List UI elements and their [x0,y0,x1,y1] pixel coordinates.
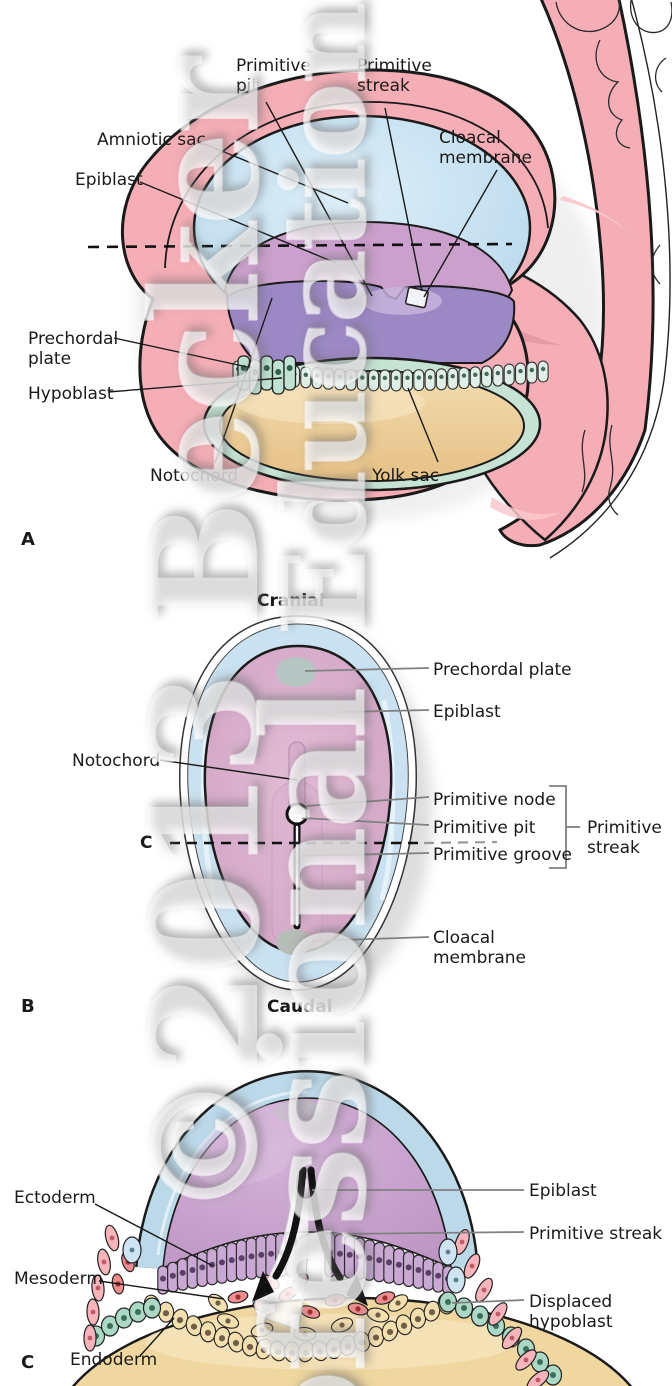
label-b-cloacal-membrane: Cloacal membrane [433,928,527,968]
amnion-membrane-line [164,101,549,269]
ingression-arrowhead-right [346,1274,368,1306]
label-a-cloacal-membrane: Cloacal membrane [439,128,533,168]
panel-a-leaders [107,101,498,464]
panel-a-drawing [87,0,672,559]
panel-b-leaders [298,667,580,942]
section-dash-line-b-gray [423,840,498,845]
label-b-epiblast: Epiblast [433,702,501,722]
panel-b-letter: B [21,996,35,1017]
chorion-highlight [560,196,640,245]
panel-c-leaders-right [312,1189,525,1304]
label-a-prechordal-plate: Prechordal plate [28,329,119,369]
label-c-displaced-hypoblast: Displaced hypoblast [529,1292,613,1332]
hypoblast-cell-row [232,355,549,395]
ingression-arrow-right [307,1166,344,1282]
section-dash-line-a [87,242,513,249]
panel-c-leaders-left [94,1203,225,1357]
dome-shell-blue [137,1072,477,1269]
panel-c-letter: C [21,1352,35,1373]
label-a-primitive-streak: Primitive streak [357,56,432,96]
section-marker-c: C [140,833,153,853]
streak-highlight [362,287,442,315]
label-b-cranial: Cranial [257,591,325,611]
label-b-primitive-node: Primitive node [433,790,556,810]
stalk-highlight [490,497,560,520]
notochord-leader-b [159,759,298,781]
panel-c-drawing [71,1069,633,1386]
label-b-primitive-pit: Primitive pit [433,818,536,838]
label-c-epiblast: Epiblast [529,1181,597,1201]
label-a-notochord: Notochord [150,466,239,486]
label-c-primitive-streak: Primitive streak [529,1224,663,1244]
label-b-prechordal-plate: Prechordal plate [433,660,572,680]
dome-gray-spot [274,1100,326,1124]
ingression-arrow-left [272,1166,307,1280]
chorionic-villi [555,0,672,516]
chorion-wall [498,0,655,548]
cloacal-membrane-marker [404,286,429,309]
label-b-primitive-streak: Primitive streak [587,818,662,858]
label-c-endoderm: Endoderm [70,1350,158,1370]
ingression-arrowhead-left [252,1271,274,1302]
ring-sheen-left [200,699,218,901]
label-c-mesoderm: Mesoderm [14,1269,103,1289]
label-a-epiblast: Epiblast [75,170,143,190]
panel-b-drawing [159,615,580,1002]
chorion-outer-membrane [549,0,671,559]
panel-a-letter: A [21,529,35,550]
dome-shell-sheen [156,1090,308,1256]
dome-sheen [194,1103,316,1187]
label-b-notochord: Notochord [72,751,161,771]
label-a-hypoblast: Hypoblast [28,384,114,404]
label-a-amniotic-sac: Amniotic sac [97,130,206,150]
label-b-caudal: Caudal [267,997,333,1017]
prechordal-plate-spot [276,657,316,687]
label-a-yolk-sac: Yolk sac [372,466,440,486]
label-b-primitive-groove: Primitive groove [433,845,572,865]
label-c-ectoderm: Ectoderm [14,1188,96,1208]
cloacal-membrane-spot [276,929,312,955]
label-a-primitive-pit: Primitive pit [236,56,311,96]
primitive-node-ring [285,802,309,826]
